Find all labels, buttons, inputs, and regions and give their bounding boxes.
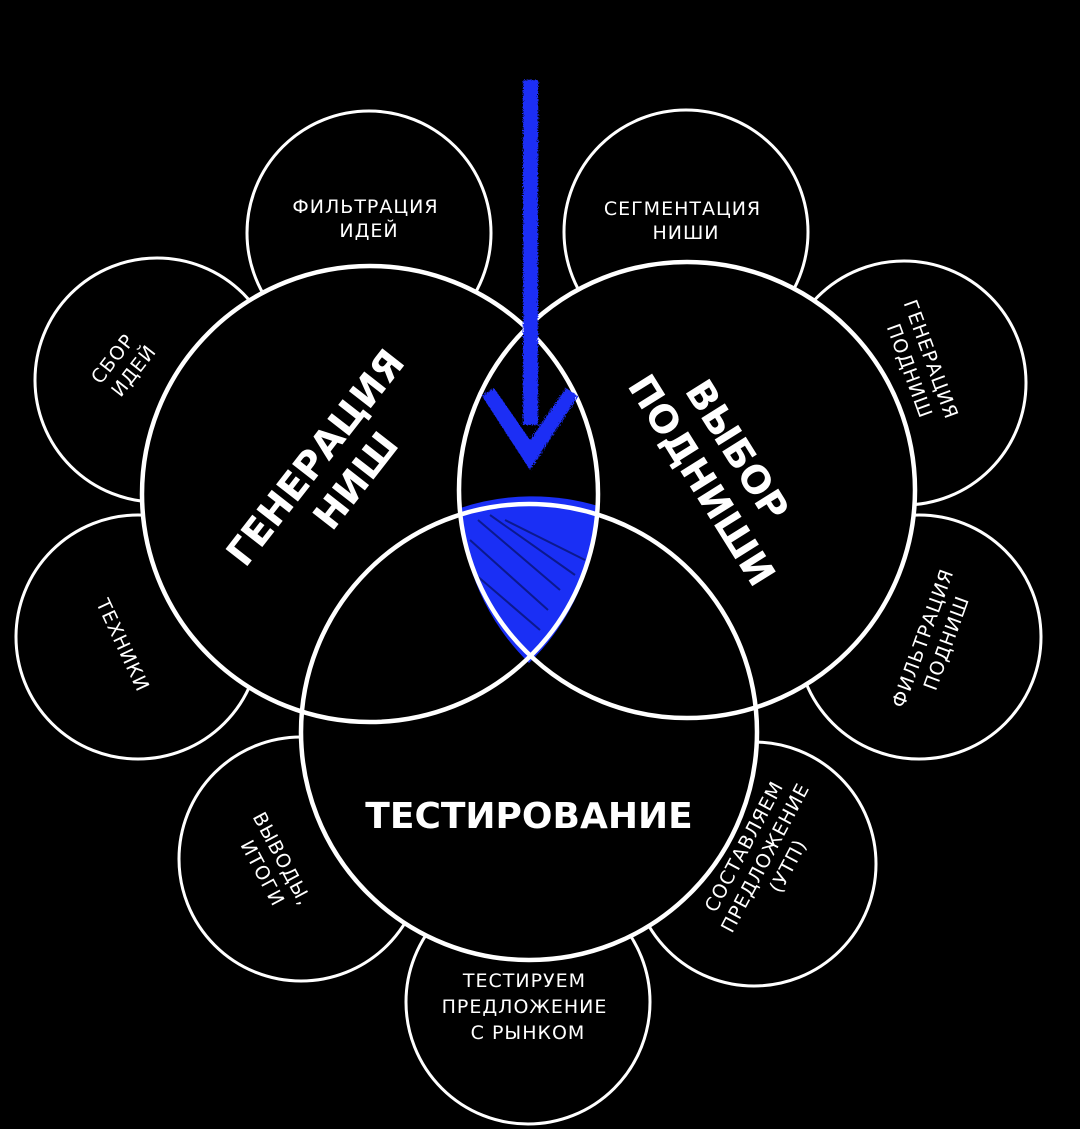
main-fill-group — [142, 262, 915, 960]
main-ring-group — [139, 259, 918, 963]
triple-intersection-highlight — [460, 496, 598, 663]
label-testing: ТЕСТИРОВАНИЕ — [365, 796, 692, 837]
arrow-down-icon — [482, 80, 578, 470]
main-circle-testing — [298, 501, 760, 963]
main-circle-generation — [139, 263, 601, 725]
main-fill-testing — [301, 504, 757, 960]
highlight-texture — [469, 514, 586, 631]
label-test-offer: ТЕСТИРУЕМ ПРЕДЛОЖЕНИЕ С РЫНКОМ — [442, 970, 615, 1044]
main-circle-subniche — [456, 259, 918, 721]
label-filter-ideas: ФИЛЬТРАЦИЯ ИДЕЙ — [292, 196, 445, 242]
label-segment-niche: СЕГМЕНТАЦИЯ НИШИ — [604, 198, 768, 244]
